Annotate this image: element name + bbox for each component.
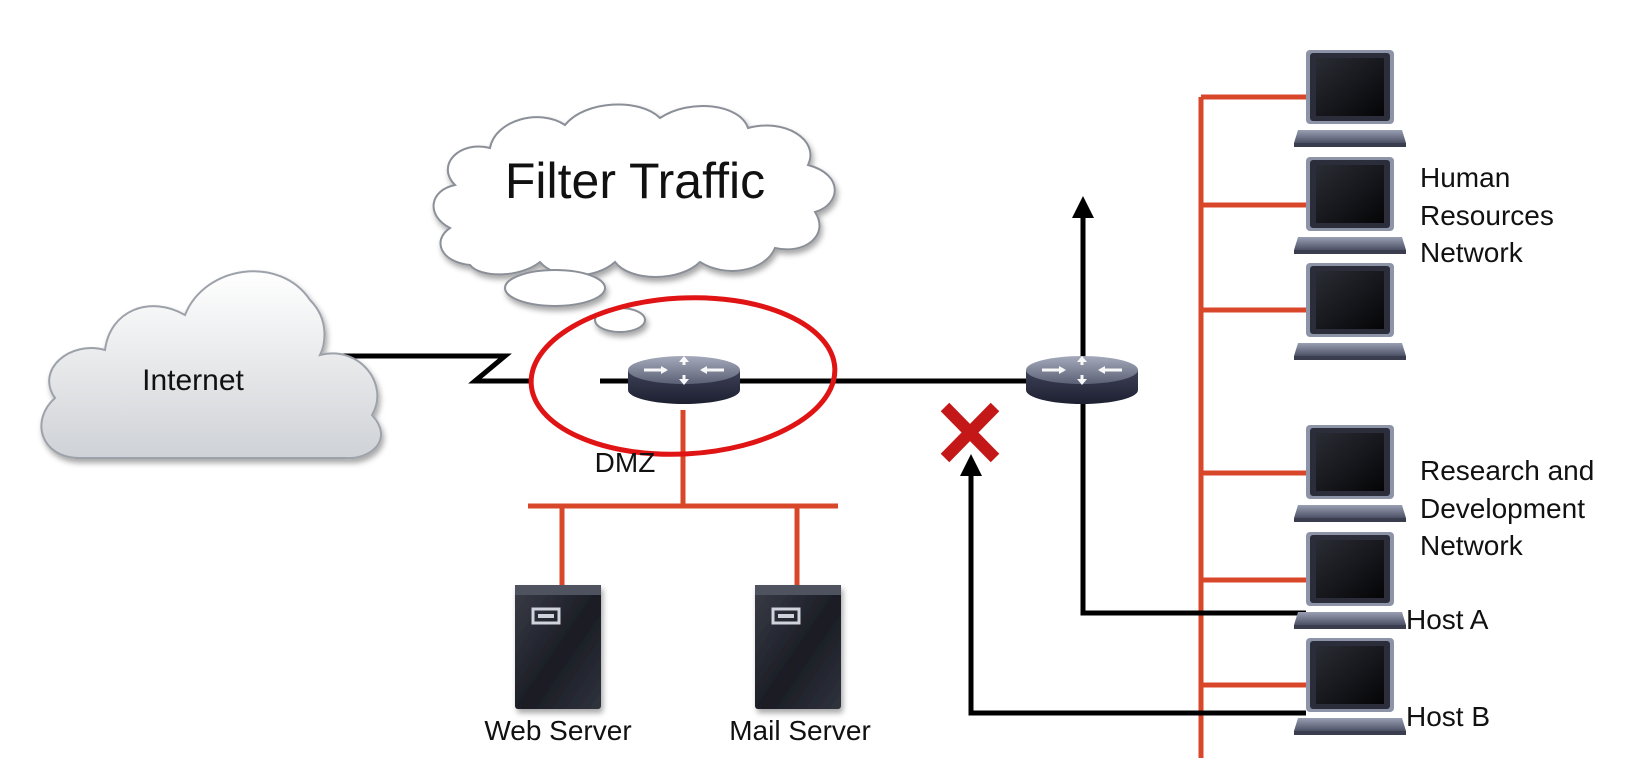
laptop-icon <box>1294 532 1406 629</box>
laptop-icon <box>1294 425 1406 522</box>
hr-network-label: Human Resources Network <box>1420 162 1554 268</box>
internet-label: Internet <box>142 364 244 397</box>
hr-label-line: Network <box>1420 237 1524 268</box>
highlight-circle <box>528 295 838 457</box>
host-a-label: Host A <box>1406 604 1489 635</box>
host-a-traffic-arrow <box>1072 196 1306 616</box>
server-icon <box>513 583 603 711</box>
rd-label-line: Network <box>1420 530 1524 561</box>
dmz-label: DMZ <box>595 447 656 478</box>
laptop-icon <box>1294 50 1406 147</box>
hr-label-line: Resources <box>1420 200 1554 231</box>
x-mark-icon <box>940 402 1000 463</box>
host-b-traffic-arrow <box>960 454 1306 716</box>
cloud-icon <box>40 270 383 460</box>
laptop-icon <box>1294 157 1406 254</box>
router-icon <box>626 354 742 406</box>
rd-network-label: Research and Development Network <box>1420 455 1594 561</box>
laptop-icon <box>1294 263 1406 360</box>
rd-label-line: Research and <box>1420 455 1594 486</box>
server-icon <box>753 583 843 711</box>
wan-link <box>335 353 530 384</box>
mail-server-label: Mail Server <box>729 715 871 746</box>
thought-bubble <box>432 103 836 333</box>
hr-label-line: Human <box>1420 162 1510 193</box>
router-icon <box>1024 354 1140 406</box>
laptop-icon <box>1294 638 1406 735</box>
rd-label-line: Development <box>1420 493 1585 524</box>
dmz-segment <box>528 503 838 585</box>
web-server-label: Web Server <box>484 715 631 746</box>
bubble-text: Filter Traffic <box>505 153 765 209</box>
host-b-label: Host B <box>1406 701 1490 732</box>
internal-lan-bus <box>1198 94 1306 758</box>
